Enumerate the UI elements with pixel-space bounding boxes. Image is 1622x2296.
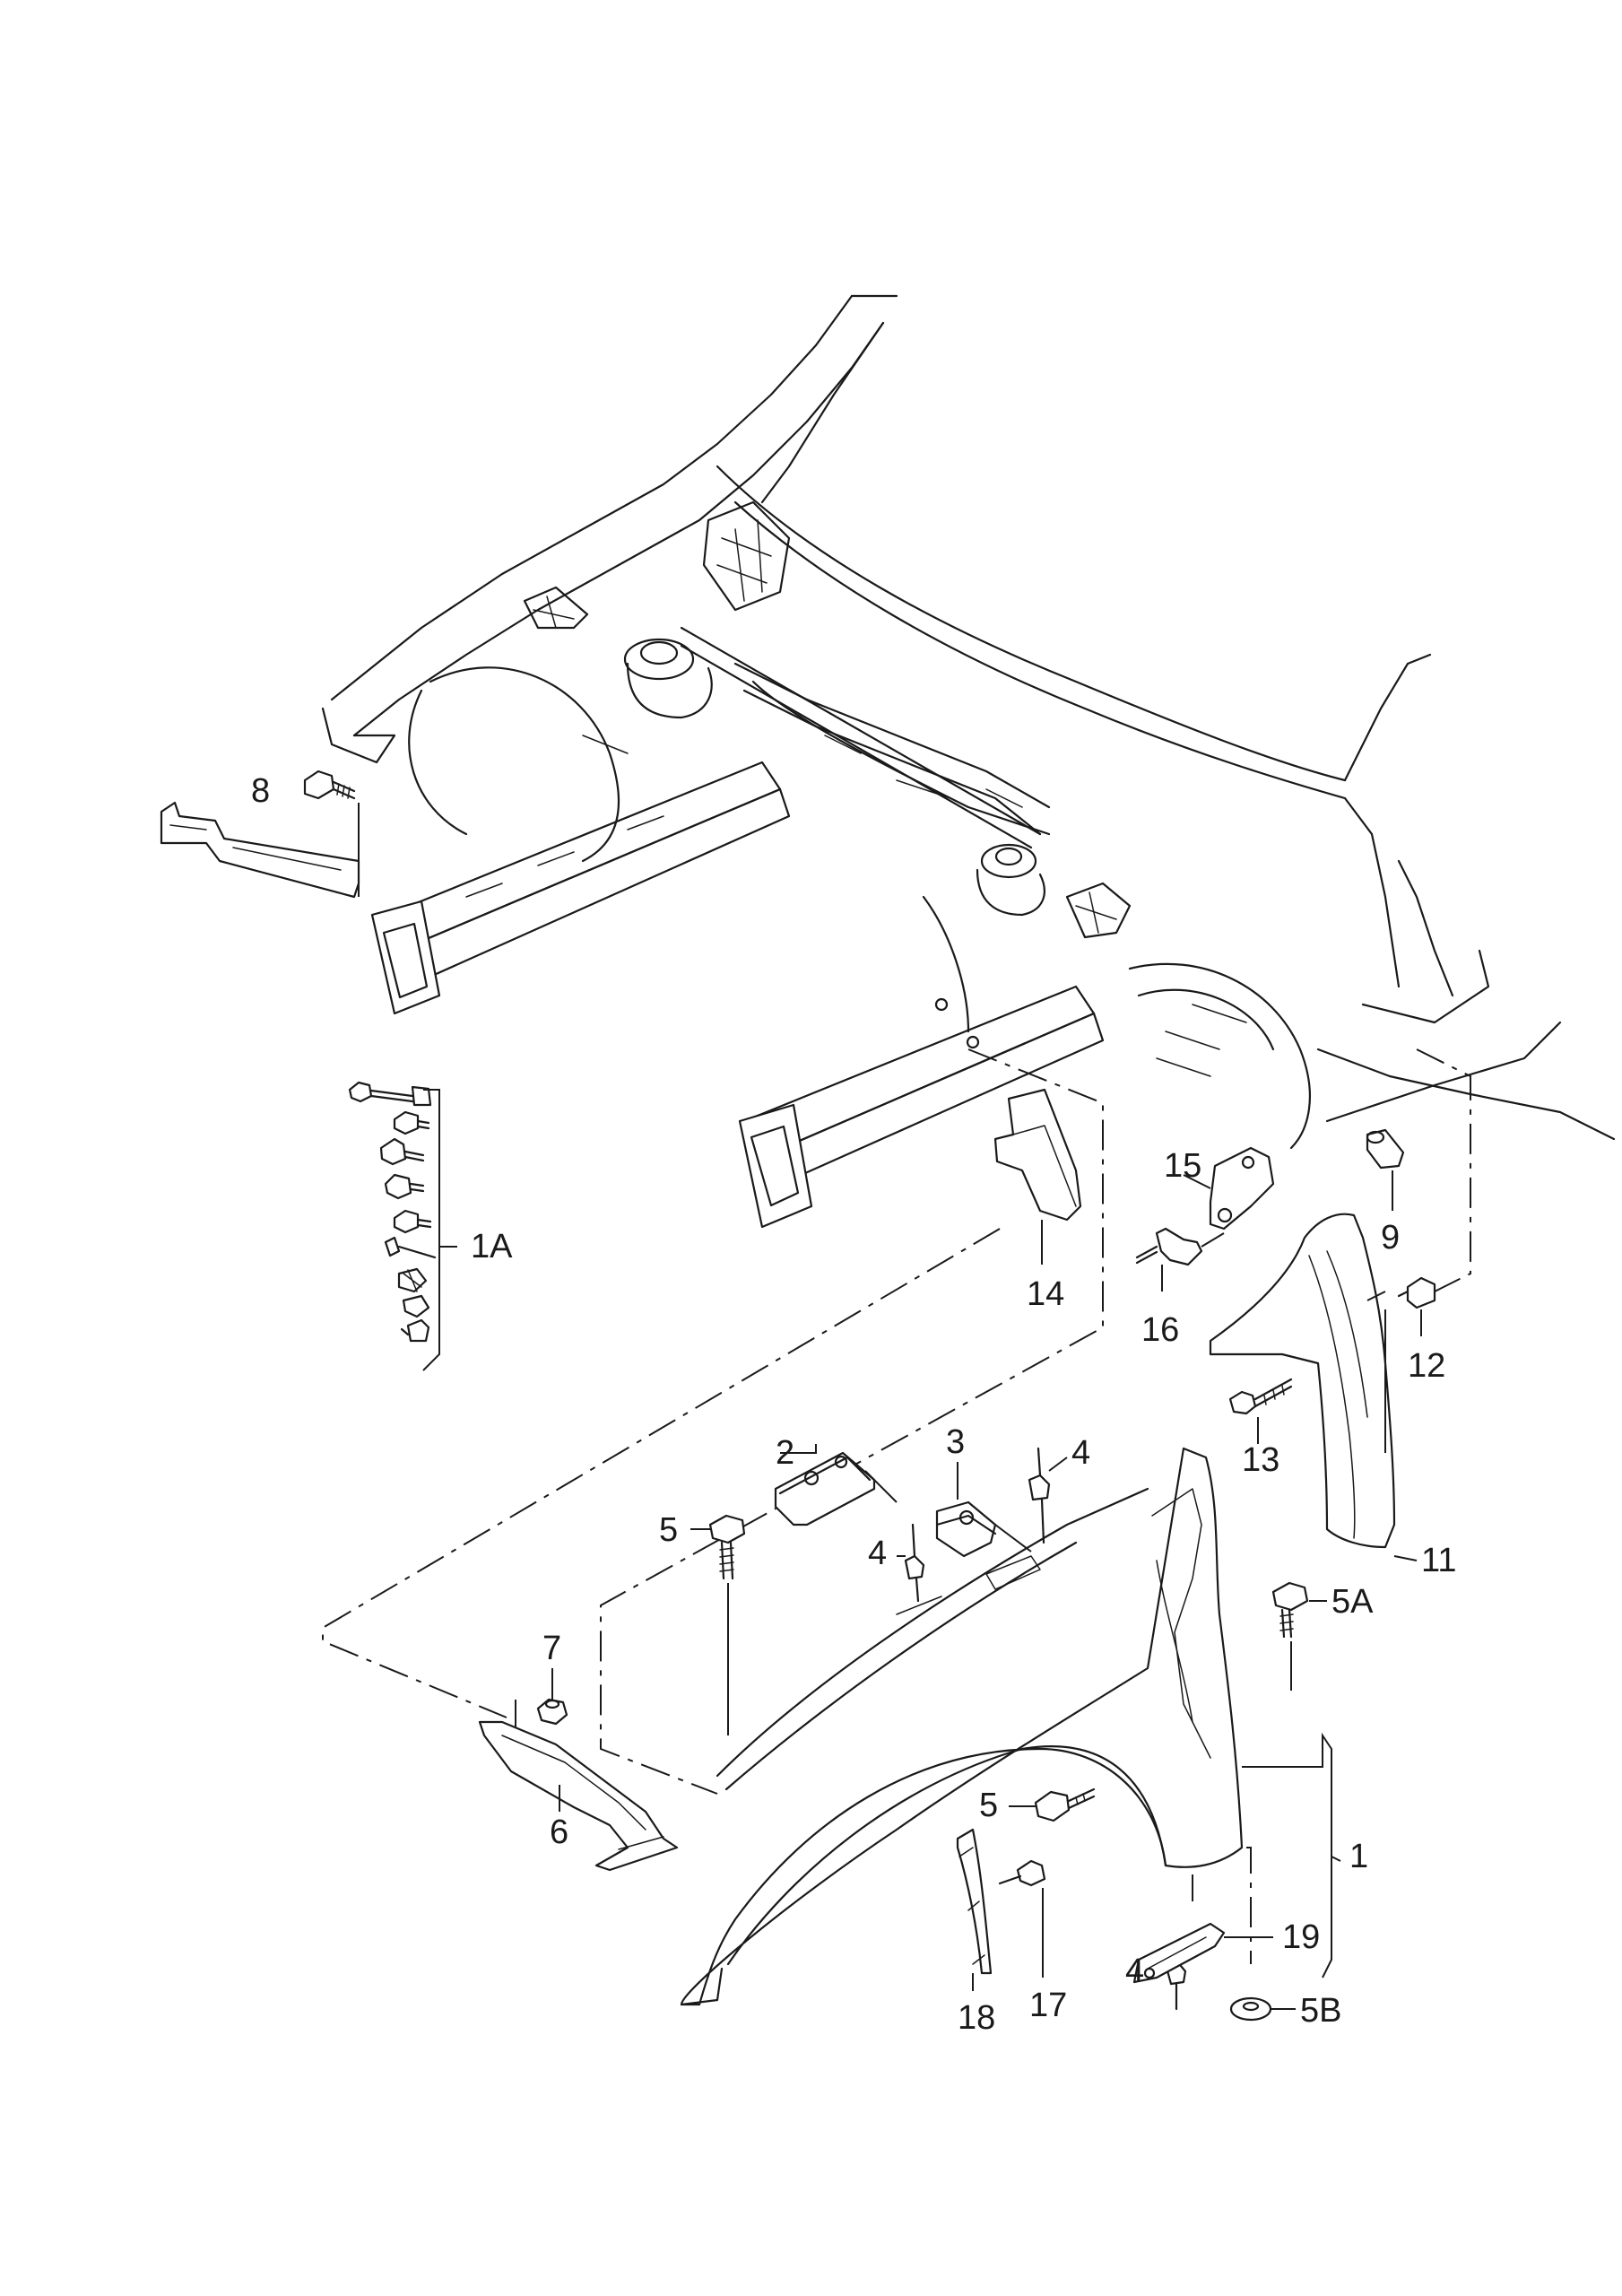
callout-7: 7 (542, 1630, 561, 1667)
callout-2: 2 (776, 1434, 794, 1472)
part-1A-fastener-kit (348, 1081, 457, 1371)
part-12-clip (1397, 1276, 1436, 1336)
part-4-rivet-b (1028, 1447, 1068, 1544)
kit-bolt-5 (393, 1209, 432, 1234)
callout-18: 18 (958, 1999, 995, 2037)
kit-clip-2 (402, 1294, 430, 1318)
part-14-bracket (993, 1088, 1082, 1265)
part-9-sleeve (1366, 1128, 1405, 1211)
callout-4-b: 4 (868, 1535, 887, 1572)
part-17-clip (998, 1859, 1046, 1978)
part-3-bracket (935, 1462, 1032, 1558)
callout-6: 6 (550, 1813, 568, 1851)
part-7-nut (515, 1668, 568, 1735)
callout-15: 15 (1164, 1147, 1201, 1185)
kit-clip-1 (397, 1267, 428, 1293)
front-fender (680, 1447, 1244, 2006)
kit-clip-3 (400, 1318, 430, 1343)
part-16-clip (1135, 1227, 1225, 1292)
callout-5B: 5B (1300, 1992, 1341, 2030)
callout-1: 1 (1349, 1838, 1368, 1875)
part-19-bracket (1132, 1922, 1273, 1984)
part-5-screw-b (1009, 1787, 1096, 1822)
left-longitudinal-member (370, 761, 791, 1015)
callout-4-a: 4 (1071, 1434, 1090, 1472)
part-11-pillar-trim (1209, 1213, 1418, 1561)
callout-16: 16 (1141, 1311, 1179, 1349)
callout-5-a: 5 (659, 1511, 678, 1549)
callout-5-b: 5 (979, 1787, 998, 1824)
part-5-screw-a (690, 1514, 746, 1735)
part-5A-screw (1271, 1581, 1327, 1691)
callout-12: 12 (1408, 1347, 1445, 1385)
part-18-arch-trim (956, 1828, 993, 1991)
part-2-bracket (774, 1444, 898, 1526)
callout-3: 3 (946, 1423, 965, 1461)
callout-4-c: 4 (1125, 1952, 1144, 1990)
body-shell (321, 294, 1616, 1229)
callout-5A: 5A (1331, 1583, 1374, 1621)
kit-bolt-4 (384, 1173, 425, 1200)
callout-labels: 1 1A 2 3 4 4 4 5 5 5A 5B 6 7 8 9 11 12 1… (251, 772, 1456, 2037)
kit-rivet (384, 1236, 437, 1259)
part-6-bracket (478, 1720, 679, 1872)
part-4-rivet-a (897, 1523, 925, 1603)
kit-bolt-1 (348, 1081, 432, 1107)
right-longitudinal-member (738, 985, 1105, 1229)
part-13-screw (1228, 1378, 1293, 1444)
callout-14: 14 (1027, 1275, 1064, 1313)
part-5B-washer (1229, 1996, 1296, 2022)
callout-1A: 1A (471, 1228, 513, 1265)
part-15-plate (1183, 1146, 1275, 1231)
callout-13: 13 (1242, 1441, 1279, 1479)
callout-9: 9 (1381, 1219, 1400, 1257)
kit-bolt-2 (393, 1110, 430, 1135)
kit-bolt-3 (379, 1137, 425, 1166)
callout-1-bracket (1242, 1732, 1341, 1979)
callout-19: 19 (1282, 1918, 1320, 1956)
callout-8: 8 (251, 772, 270, 810)
part-8-bolt-bracket (160, 770, 360, 899)
callout-11: 11 (1421, 1542, 1456, 1579)
callout-17: 17 (1029, 1987, 1067, 2024)
